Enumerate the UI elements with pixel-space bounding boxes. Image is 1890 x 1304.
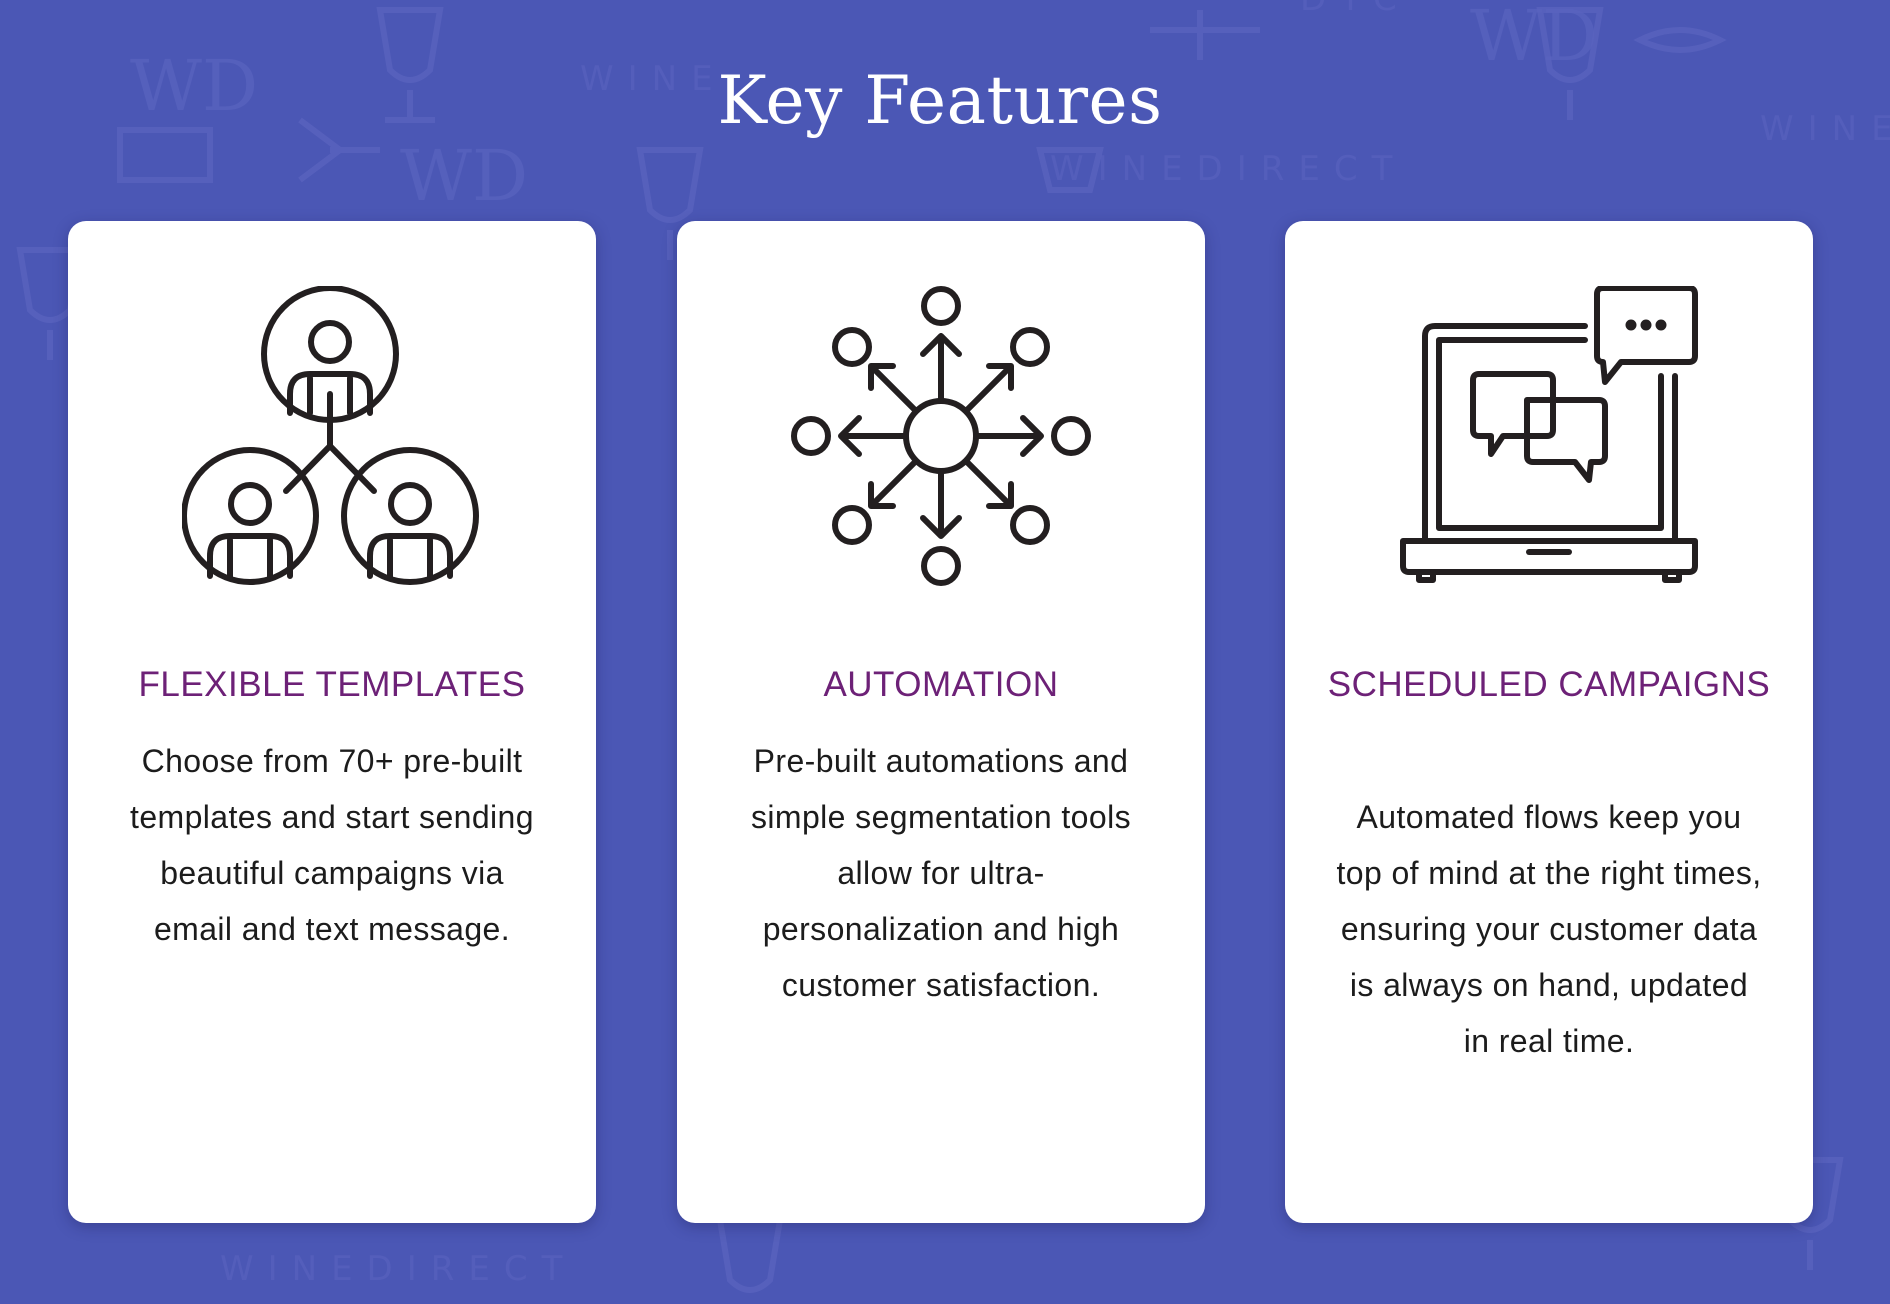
automation-hub-arrows-icon: [791, 286, 1091, 586]
svg-text:WINEDIRECT: WINEDIRECT: [1050, 149, 1406, 189]
card-description: Choose from 70+ pre-built templates and …: [130, 743, 534, 947]
feature-card-flexible-templates: FLEXIBLE TEMPLATES Choose from 70+ pre-b…: [68, 221, 596, 1223]
section-title: Key Features: [717, 62, 1163, 139]
card-description: Automated flows keep you top of mind at …: [1336, 799, 1762, 1059]
card-description: Pre-built automations and simple segment…: [751, 743, 1131, 1003]
feature-card-scheduled-campaigns: SCHEDULED CAMPAIGNS Automated flows keep…: [1285, 221, 1813, 1223]
laptop-chat-bubbles-icon: [1399, 286, 1699, 586]
card-title: SCHEDULED CAMPAIGNS: [1327, 665, 1771, 704]
svg-text:DTC: DTC: [1300, 0, 1411, 19]
card-title: AUTOMATION: [823, 665, 1059, 704]
svg-text:WINEDIRECT: WINEDIRECT: [220, 1249, 576, 1289]
feature-card-automation: AUTOMATION Pre-built automations and sim…: [677, 221, 1205, 1223]
svg-text:WD: WD: [400, 135, 528, 217]
three-users-network-icon: [182, 286, 482, 586]
card-title: FLEXIBLE TEMPLATES: [138, 665, 526, 704]
